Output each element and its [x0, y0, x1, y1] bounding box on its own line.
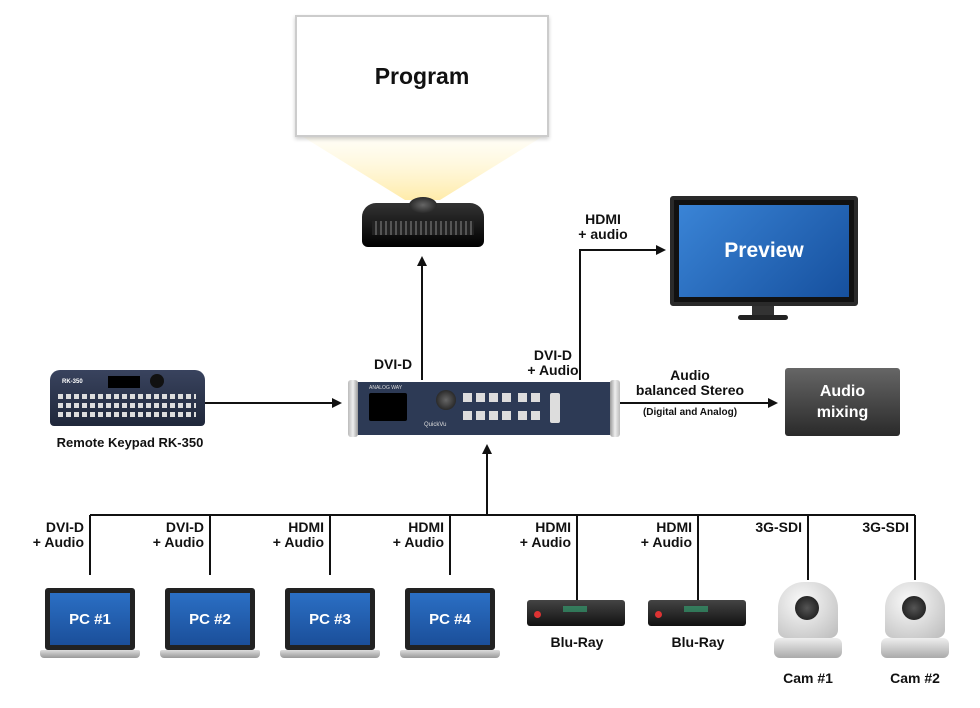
camera-lens-icon: [902, 596, 926, 620]
source-conn-line1: HDMI: [408, 519, 444, 535]
switcher-display: [369, 393, 407, 421]
projector-lens-icon: [409, 197, 437, 213]
laptop-label: PC #1: [69, 610, 111, 628]
label-audio: Audio balanced Stereo (Digital and Analo…: [636, 368, 744, 420]
rk350-keypad: RK-350: [50, 370, 205, 426]
camera-label: Cam #2: [890, 670, 940, 686]
preview-monitor: Preview: [670, 196, 858, 326]
source-conn-line1: HDMI: [288, 519, 324, 535]
switcher-model: QuickVu: [424, 422, 447, 428]
switcher-brand: ANALOG WAY: [369, 385, 403, 391]
camera-label: Cam #1: [783, 670, 833, 686]
keypad-caption: Remote Keypad RK-350: [56, 435, 204, 450]
source-conn-line2: + Audio: [272, 534, 324, 550]
label-preview-hdmi: HDMI + audio: [578, 212, 627, 242]
label-switcher-out-line1: DVI-D: [533, 347, 573, 363]
source-connection-label: HDMI+ Audio: [393, 520, 444, 550]
label-switcher-out: DVI-D + Audio: [527, 348, 578, 378]
label-switcher-out-line2: + Audio: [527, 362, 579, 378]
preview-label: Preview: [724, 239, 804, 262]
source-connection-label: 3G-SDI: [755, 520, 802, 535]
source-connection-label: DVI-D+ Audio: [153, 520, 204, 550]
label-preview-line2: + audio: [578, 226, 628, 242]
source-conn-line1: DVI-D: [165, 519, 204, 535]
source-conn-line2: + Audio: [640, 534, 692, 550]
switcher-knob[interactable]: [436, 390, 456, 410]
source-connection-label: DVI-D+ Audio: [33, 520, 84, 550]
source-connection-label: HDMI+ Audio: [641, 520, 692, 550]
source-conn-line1: 3G-SDI: [862, 519, 909, 535]
label-audio-line2: balanced Stereo: [635, 382, 745, 398]
projector-light-beam: [300, 135, 545, 200]
audio-mixing-line2: mixing: [816, 404, 869, 421]
audio-mixing-box: Audio mixing: [785, 368, 900, 436]
projector: [362, 197, 484, 253]
source-connection-label: HDMI+ Audio: [520, 520, 571, 550]
laptop-label: PC #2: [189, 610, 231, 628]
power-icon: [534, 611, 541, 618]
source-conn-line2: + Audio: [32, 534, 84, 550]
source-conn-line1: HDMI: [535, 519, 571, 535]
label-projector-dvi: DVI-D: [373, 356, 413, 372]
power-icon: [655, 611, 662, 618]
source-conn-line2: + Audio: [152, 534, 204, 550]
source-connection-label: HDMI+ Audio: [273, 520, 324, 550]
keypad-model: RK-350: [62, 379, 83, 385]
program-label: Program: [374, 62, 470, 89]
source-conn-line2: + Audio: [392, 534, 444, 550]
laptop-label: PC #4: [429, 610, 471, 628]
camera-lens-icon: [795, 596, 819, 620]
source-conn-line2: + Audio: [519, 534, 571, 550]
quickvu-switcher: ANALOG WAY QuickVu: [348, 380, 620, 437]
laptop-label: PC #3: [309, 610, 351, 628]
label-audio-line1: Audio: [670, 367, 710, 383]
bluray-label: Blu-Ray: [671, 634, 725, 650]
source-conn-line1: DVI-D: [45, 519, 84, 535]
audio-mixing-line1: Audio: [819, 383, 866, 400]
source-conn-line1: HDMI: [656, 519, 692, 535]
source-conn-line1: 3G-SDI: [755, 519, 802, 535]
preview-arrow: [579, 245, 666, 380]
label-audio-note: (Digital and Analog): [642, 407, 738, 418]
bluray-label: Blu-Ray: [550, 634, 604, 650]
source-connection-label: 3G-SDI: [862, 520, 909, 535]
program-screen: Program: [295, 15, 549, 137]
switcher-buttons[interactable]: [463, 393, 513, 425]
label-preview-line1: HDMI: [585, 211, 621, 227]
